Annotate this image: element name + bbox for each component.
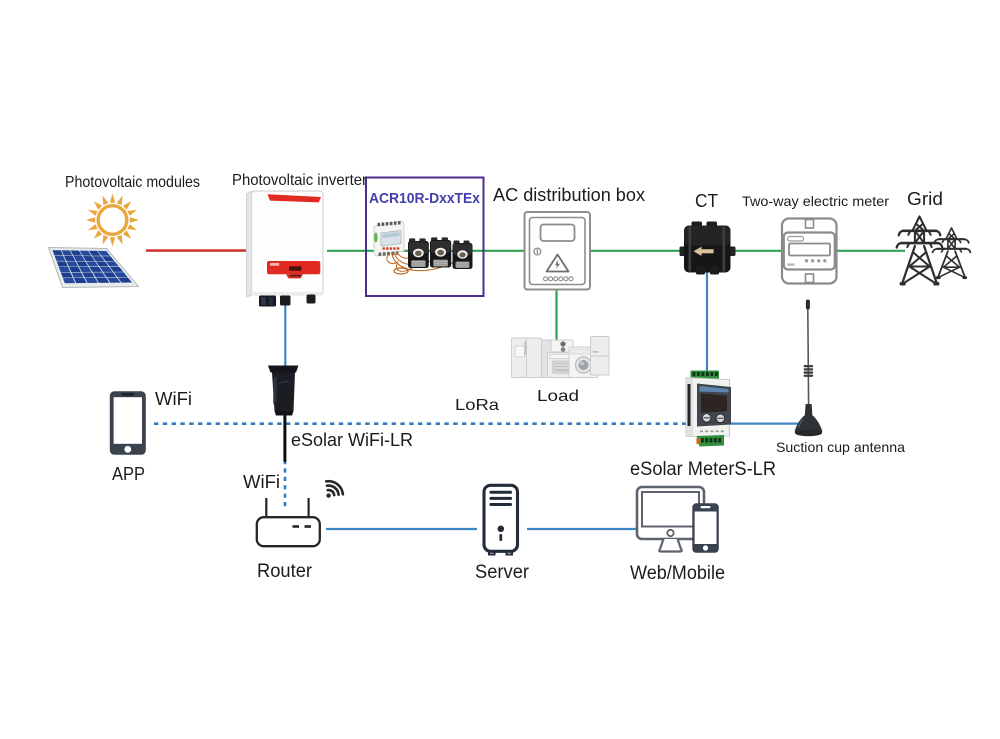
svg-text:Web/Mobile: Web/Mobile (630, 563, 725, 584)
svg-text:Server: Server (475, 562, 530, 583)
svg-text:Grid: Grid (907, 189, 943, 209)
svg-text:Photovoltaic inverter: Photovoltaic inverter (232, 172, 368, 189)
svg-text:Photovoltaic modules: Photovoltaic modules (65, 174, 200, 191)
svg-text:WiFi: WiFi (155, 389, 192, 409)
svg-text:APP: APP (112, 464, 145, 484)
svg-text:Router: Router (257, 561, 313, 582)
svg-text:AC distribution box: AC distribution box (493, 185, 645, 205)
svg-text:CT: CT (695, 191, 718, 211)
svg-text:WiFi: WiFi (243, 472, 280, 492)
svg-text:Two-way electric meter: Two-way electric meter (742, 193, 889, 209)
svg-text:LoRa: LoRa (455, 397, 499, 414)
svg-text:eSolar WiFi-LR: eSolar WiFi-LR (291, 430, 413, 450)
svg-text:Load: Load (537, 388, 579, 405)
svg-text:Suction cup antenna: Suction cup antenna (776, 439, 905, 455)
svg-text:eSolar MeterS-LR: eSolar MeterS-LR (630, 459, 776, 480)
svg-text:ACR10R-DxxTEx: ACR10R-DxxTEx (369, 190, 481, 207)
